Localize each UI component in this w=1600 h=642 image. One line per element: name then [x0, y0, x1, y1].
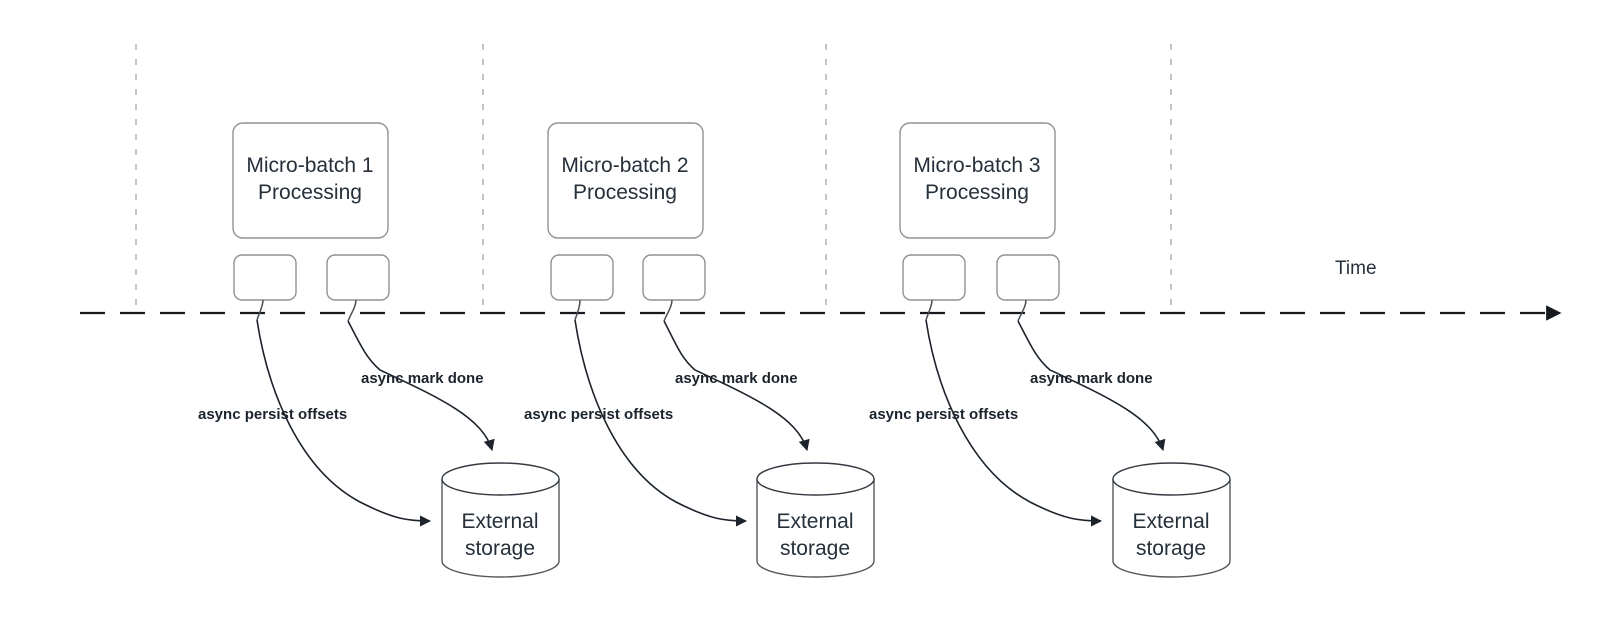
micro-batch-3-label-line2: Processing — [925, 181, 1029, 204]
task-1b-box[interactable] — [326, 254, 390, 301]
edge-async-mark-done-1 — [347, 320, 495, 452]
external-storage-1-label-line1: External — [461, 510, 538, 533]
task-3b-box[interactable] — [996, 254, 1060, 301]
external-storage-3[interactable]: External storage — [1112, 462, 1231, 578]
task-2a-stem — [574, 299, 581, 321]
edge-async-persist-offsets-3-label: async persist offsets — [869, 406, 1018, 423]
edge-async-mark-done-2-label: async mark done — [675, 370, 798, 387]
external-storage-1-top — [441, 462, 560, 496]
micro-batch-1-box[interactable] — [232, 122, 389, 239]
timeline-axis-label: Time — [1335, 258, 1377, 279]
edge-async-persist-offsets-2 — [574, 319, 748, 527]
external-storage-2[interactable]: External storage — [756, 462, 875, 578]
task-1b-stem — [347, 299, 357, 322]
micro-batch-group-2: Micro-batch 2 Processing async persist o… — [524, 122, 875, 578]
task-3b-stem — [1017, 299, 1027, 322]
micro-batch-3-box[interactable] — [899, 122, 1056, 239]
external-storage-1-label-line2: storage — [465, 537, 535, 560]
micro-batch-group-3: Micro-batch 3 Processing async persist o… — [869, 122, 1231, 578]
external-storage-3-body — [1112, 479, 1231, 578]
edge-async-mark-done-2 — [663, 320, 810, 452]
micro-batch-1-label-line2: Processing — [258, 181, 362, 204]
external-storage-2-top — [756, 462, 875, 496]
micro-batch-3-label-line1: Micro-batch 3 — [913, 154, 1040, 177]
external-storage-3-label-line1: External — [1132, 510, 1209, 533]
micro-batch-2-box[interactable] — [547, 122, 704, 239]
micro-batch-2-label-line1: Micro-batch 2 — [561, 154, 688, 177]
external-storage-2-body — [756, 479, 875, 578]
task-1a-stem — [256, 299, 264, 321]
task-3a-box[interactable] — [902, 254, 966, 301]
edge-async-persist-offsets-1-label: async persist offsets — [198, 406, 347, 423]
edge-async-persist-offsets-2-label: async persist offsets — [524, 406, 673, 423]
edge-async-mark-done-1-label: async mark done — [361, 370, 484, 387]
edge-async-persist-offsets-3 — [925, 319, 1103, 527]
task-1a-box[interactable] — [233, 254, 297, 301]
micro-batch-group-1: Micro-batch 1 Processing async persist o… — [198, 122, 560, 578]
task-2b-stem — [663, 299, 673, 322]
task-2b-box[interactable] — [642, 254, 706, 301]
external-storage-3-label-line2: storage — [1136, 537, 1206, 560]
external-storage-1-body — [441, 479, 560, 578]
edge-async-mark-done-3 — [1017, 320, 1166, 452]
micro-batch-2-label-line2: Processing — [573, 181, 677, 204]
edge-async-mark-done-3-label: async mark done — [1030, 370, 1153, 387]
task-2a-box[interactable] — [550, 254, 614, 301]
edge-async-persist-offsets-1 — [256, 319, 432, 527]
external-storage-3-top — [1112, 462, 1231, 496]
micro-batch-1-label-line1: Micro-batch 1 — [246, 154, 373, 177]
task-3a-stem — [925, 299, 933, 321]
external-storage-2-label-line1: External — [776, 510, 853, 533]
external-storage-1[interactable]: External storage — [441, 462, 560, 578]
external-storage-2-label-line2: storage — [780, 537, 850, 560]
